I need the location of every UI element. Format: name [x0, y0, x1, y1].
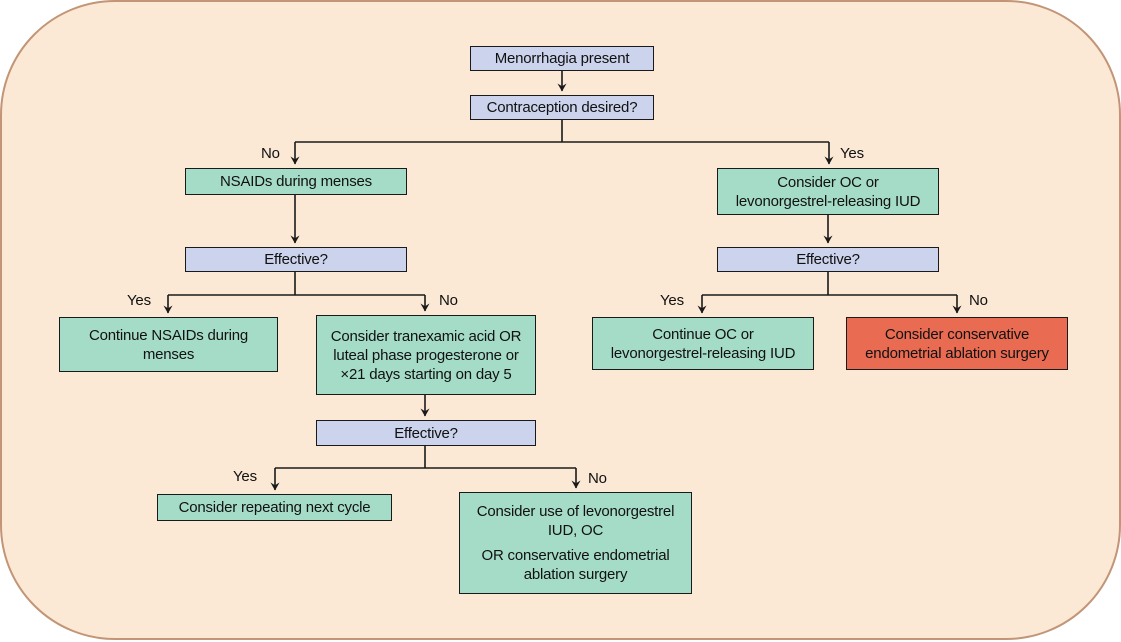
node-nsaids-during-menses: NSAIDs during menses	[185, 168, 407, 195]
edge-label-no-oc-effective: No	[969, 292, 988, 309]
edge-label-no-tranexamic-effective: No	[588, 470, 607, 487]
node-ablation-surgery: Consider conservative endometrial ablati…	[846, 317, 1068, 370]
edge-label-no-nsaids-effective: No	[439, 292, 458, 309]
node-effective-left: Effective?	[185, 247, 407, 272]
node-consider-oc-iud: Consider OC or levonorgestrel-releasing …	[717, 168, 939, 215]
node-final-options: Consider use of levonorgestrel IUD, OC O…	[459, 492, 692, 594]
node-effective-mid: Effective?	[316, 420, 536, 446]
edge-label-yes-nsaids-effective: Yes	[127, 292, 151, 309]
node-continue-nsaids: Continue NSAIDs during menses	[59, 317, 278, 372]
edge-label-no-contraception: No	[261, 145, 280, 162]
edge-label-yes-oc-effective: Yes	[660, 292, 684, 309]
branch-effective-mid	[270, 446, 581, 491]
branch-effective-right	[697, 272, 962, 314]
edge-label-yes-tranexamic-effective: Yes	[233, 468, 257, 485]
node-contraception-desired: Contraception desired?	[470, 95, 654, 120]
node-repeat-next-cycle: Consider repeating next cycle	[157, 494, 392, 521]
branch-contraception	[290, 119, 834, 165]
node-tranexamic-options: Consider tranexamic acid OR luteal phase…	[316, 315, 536, 395]
node-menorrhagia-present: Menorrhagia present	[470, 46, 654, 71]
branch-effective-left	[163, 272, 430, 314]
node-continue-oc-iud: Continue OC or levonorgestrel-releasing …	[592, 317, 814, 370]
node-effective-right: Effective?	[717, 247, 939, 272]
edge-label-yes-contraception: Yes	[840, 145, 864, 162]
final-options-line-1: Consider use of levonorgestrel IUD, OC	[476, 503, 675, 539]
final-options-line-2: OR conservative endometrial ablation sur…	[481, 547, 670, 583]
